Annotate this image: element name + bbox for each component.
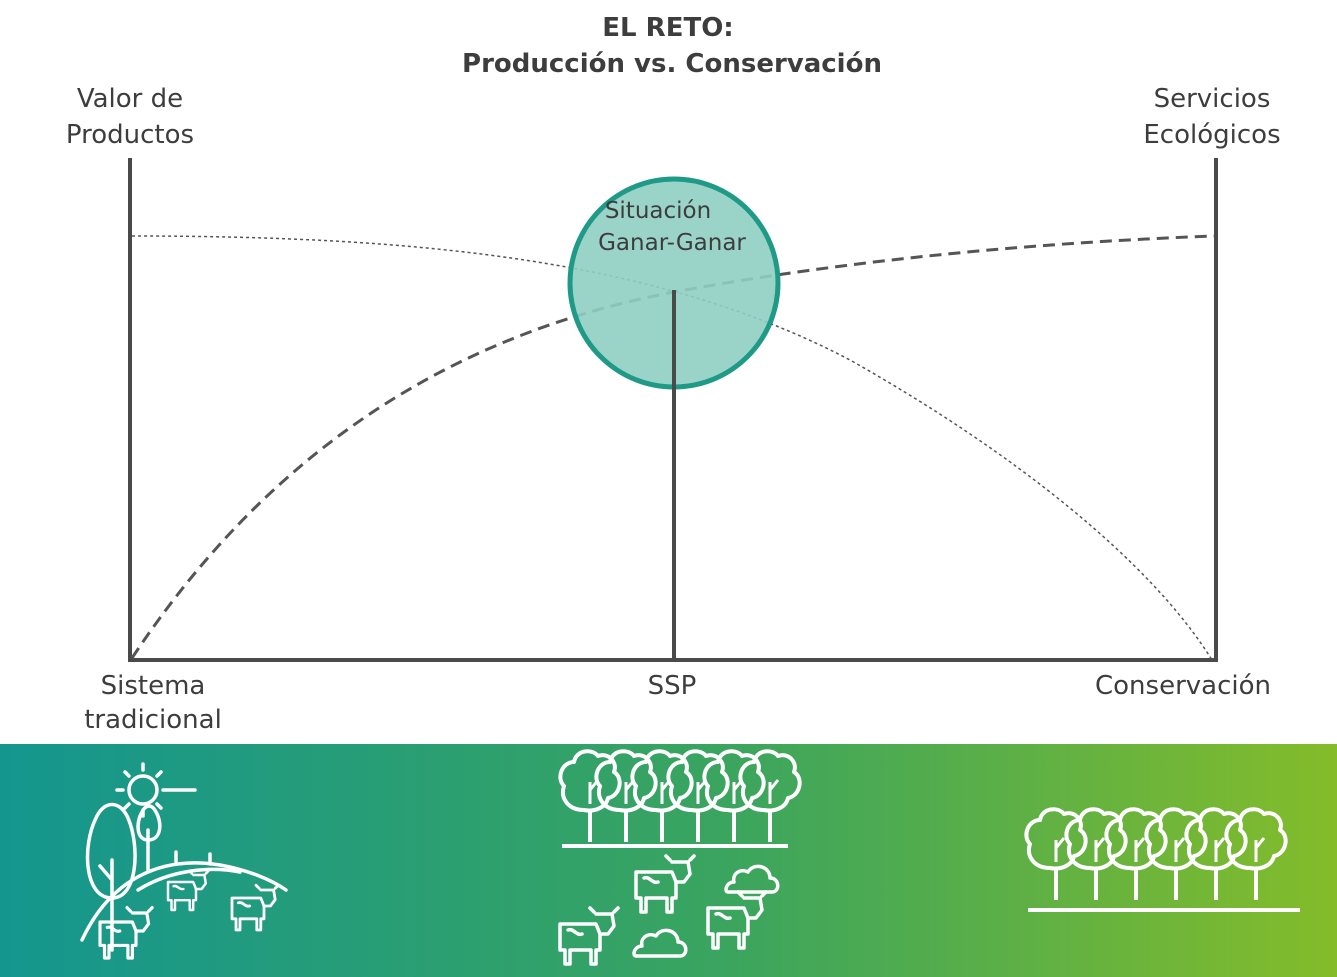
- title-line-2: Producción vs. Conservación: [462, 49, 882, 79]
- win-win-label-line-2: Ganar-Ganar: [598, 230, 746, 256]
- ecological-services-curve: [130, 234, 1215, 659]
- pasture-sun-trees-cows-icon: [80, 762, 288, 960]
- left-axis-label-line-1: Valor de: [77, 84, 183, 114]
- silvopastoral-trees-cows-clouds-icon: [558, 749, 802, 966]
- left-axis-label-line-2: Productos: [66, 120, 194, 150]
- forest-trees-icon: [1024, 807, 1300, 912]
- x-label-left-line-1: Sistema: [101, 671, 206, 701]
- x-label-center: SSP: [648, 671, 697, 701]
- title-line-1: EL RETO:: [602, 13, 733, 43]
- x-label-right: Conservación: [1095, 671, 1271, 701]
- x-label-left-line-2: tradicional: [84, 705, 222, 735]
- win-win-label-line-1: Situación: [605, 198, 711, 224]
- right-axis-label-line-2: Ecológicos: [1143, 120, 1280, 150]
- product-value-curve: [131, 235, 1213, 661]
- right-axis-label-line-1: Servicios: [1154, 84, 1271, 114]
